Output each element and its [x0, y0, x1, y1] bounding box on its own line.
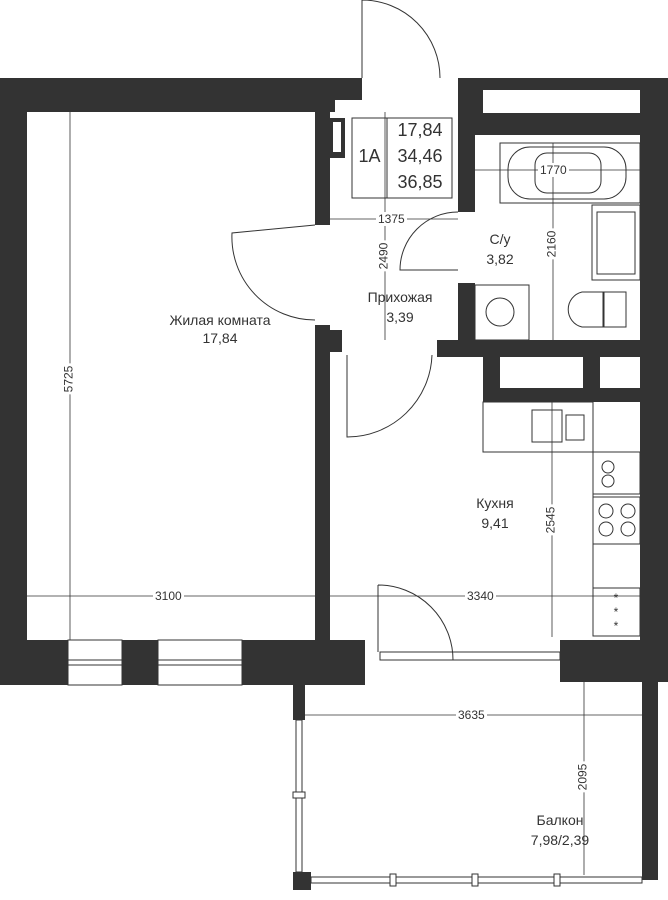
room-area: 3,39 — [386, 309, 414, 325]
room-area: 17,84 — [202, 330, 238, 346]
dim-kitchen-width: 3340 — [465, 589, 496, 603]
room-name: С/у — [489, 231, 511, 247]
balcony-label: Балкон 7,98/2,39 — [510, 810, 610, 850]
dim-bath-height: 2160 — [544, 228, 559, 260]
doors — [231, 0, 459, 661]
room-name: Прихожая — [367, 289, 433, 305]
apartment-type-code: 1A — [358, 146, 381, 166]
total-with-balcony-value: 36,85 — [397, 172, 443, 192]
room-area: 3,82 — [486, 251, 514, 267]
living-area-value: 17,84 — [397, 120, 443, 140]
dim-bath-tub: 1770 — [538, 163, 569, 177]
room-area: 9,41 — [481, 515, 509, 531]
dim-hall-width: 1375 — [376, 212, 407, 226]
info-box — [351, 117, 453, 199]
room-name: Балкон — [536, 812, 584, 828]
fixtures: *** — [474, 142, 641, 637]
walls — [0, 78, 668, 890]
dim-balcony-width: 3635 — [456, 708, 487, 722]
room-name: Жилая комната — [169, 312, 271, 328]
dim-balcony-depth: 2095 — [575, 761, 590, 793]
svg-text:*: * — [614, 619, 619, 633]
dim-living-height: 5725 — [61, 363, 76, 395]
room-area: 7,98/2,39 — [530, 832, 590, 848]
dim-hall-height: 2490 — [376, 240, 391, 272]
hall-label: Прихожая 3,39 — [340, 287, 460, 327]
living-room-label: Жилая комната 17,84 — [140, 311, 300, 347]
bathroom-label: С/у 3,82 — [460, 229, 540, 269]
dim-kitchen-height: 2545 — [543, 504, 558, 536]
kitchen-label: Кухня 9,41 — [450, 493, 540, 533]
svg-text:*: * — [614, 605, 619, 619]
room-name: Кухня — [476, 495, 514, 511]
svg-text:*: * — [614, 591, 619, 605]
total-area-value: 34,46 — [397, 146, 443, 166]
dim-living-width: 3100 — [153, 589, 184, 603]
